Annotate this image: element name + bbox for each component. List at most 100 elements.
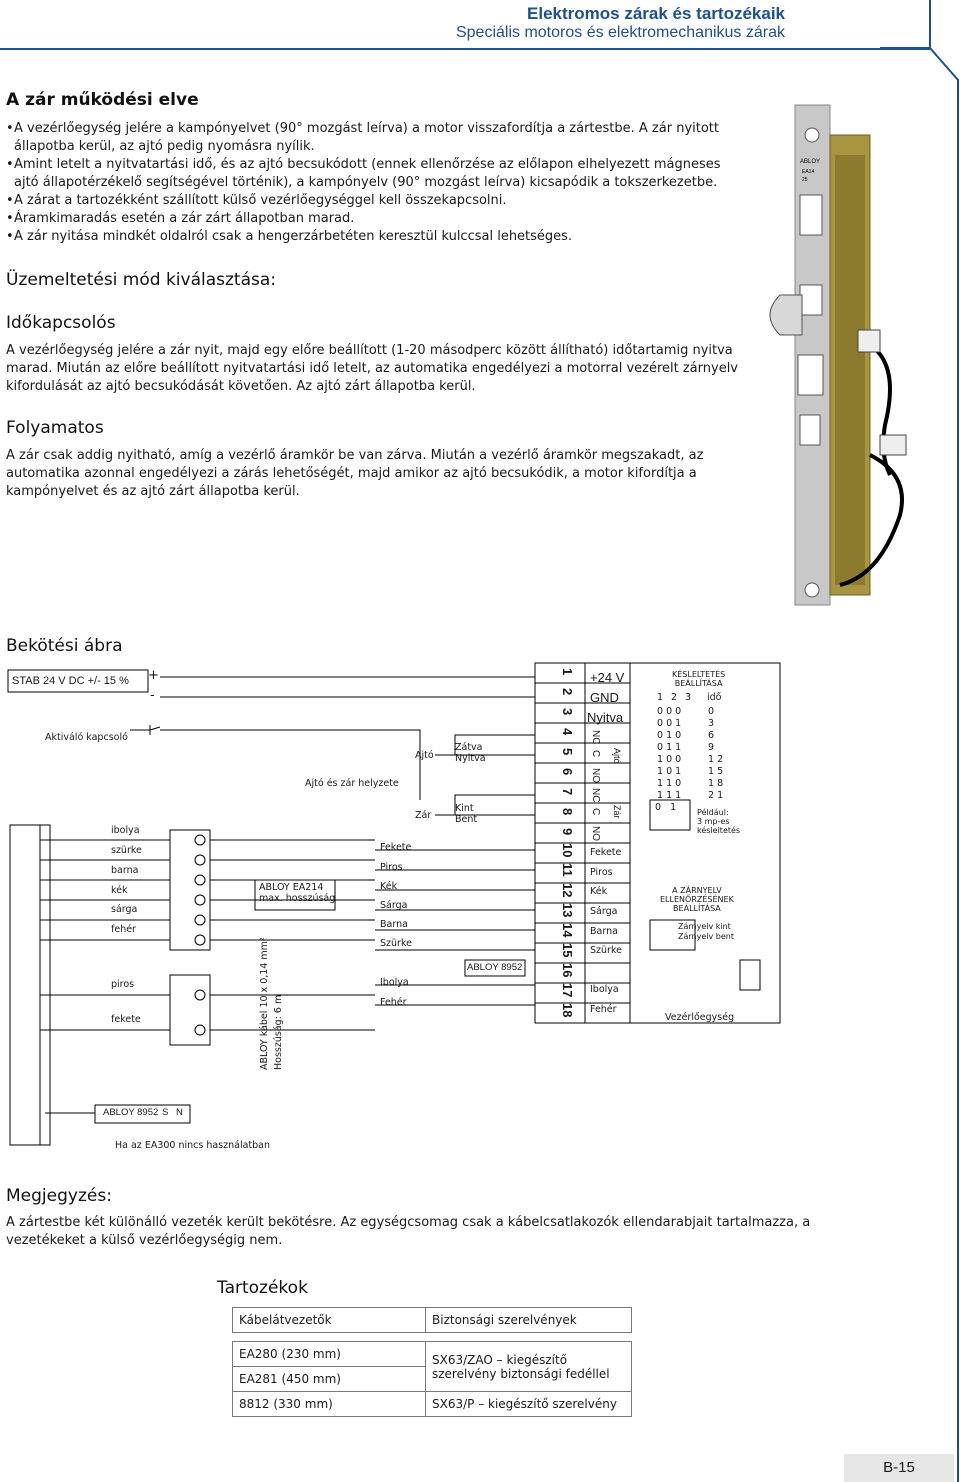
wire-label: Piros bbox=[380, 862, 403, 873]
terminal-number: 17 bbox=[560, 983, 575, 998]
wire-label: fehér bbox=[111, 924, 136, 935]
note-heading: Megjegyzés: bbox=[6, 1186, 112, 1206]
wire-label: fekete bbox=[111, 1014, 141, 1025]
contact-label: NO bbox=[590, 768, 601, 783]
delay-row-time: 2 1 bbox=[708, 790, 724, 801]
terminal-label: GND bbox=[590, 690, 619, 705]
delay-row-time: 0 bbox=[708, 706, 715, 717]
list-item: Áramkimaradás esetén a zár zárt állapotb… bbox=[6, 210, 741, 228]
terminal-number: 11 bbox=[560, 863, 575, 877]
wire-label: Szürke bbox=[380, 938, 412, 949]
terminal-number: 8 bbox=[560, 808, 575, 816]
controller-label: Vezérlőegység bbox=[665, 1012, 735, 1023]
list-item: A zárat a tartozékként szállított külső … bbox=[6, 192, 741, 210]
cable-label: ABLOY kábel 10 x 0,14 mm² bbox=[259, 937, 270, 1070]
terminal-color: Fehér bbox=[590, 1004, 617, 1015]
switch-label: Aktiváló kapcsoló bbox=[45, 732, 128, 743]
bolt-setting-title: A ZÁRNYELV ELLENŐRZÉSÉNEK BEÁLLÍTÁSA bbox=[660, 886, 734, 913]
continuous-text: A zár csak addig nyitható, amíg a vezérl… bbox=[6, 448, 704, 499]
wire-label: kék bbox=[111, 885, 128, 896]
delay-row-bits: 0 1 0 bbox=[657, 730, 682, 741]
lock-brand: ABLOY bbox=[800, 159, 820, 165]
note-text: A zártestbe két különálló vezeték került… bbox=[6, 1215, 811, 1248]
delay-row-bits: 0 1 1 bbox=[657, 742, 682, 753]
wiring-heading: Bekötési ábra bbox=[6, 636, 123, 656]
wire-label: Kék bbox=[380, 881, 398, 892]
bottom-note: Ha az EA300 nincs használatban bbox=[115, 1140, 271, 1151]
principle-list: A vezérlőegység jelére a kampónyelvet (9… bbox=[6, 120, 741, 246]
delay-row-time: 3 bbox=[708, 718, 715, 729]
delay-row-bits: 1 0 1 bbox=[657, 766, 682, 777]
terminal-number: 7 bbox=[560, 788, 575, 796]
wire-label: ibolya bbox=[111, 825, 140, 836]
dip-scale: 0 1 bbox=[655, 802, 677, 813]
lock-model: EA14 bbox=[802, 169, 814, 175]
door-label: Ajtó bbox=[415, 750, 434, 761]
power-label: STAB 24 V DC +/- 15 % bbox=[12, 675, 129, 687]
delay-col-header: idő bbox=[707, 692, 722, 703]
terminal-color: Kék bbox=[590, 886, 608, 897]
accessories-table: Kábelátvezetők Biztonsági szerelvények E… bbox=[232, 1307, 632, 1417]
delay-row-bits: 1 1 1 bbox=[657, 790, 682, 801]
delay-row-bits: 1 1 0 bbox=[657, 778, 682, 789]
timer-text: A vezérlőegység jelére a zár nyit, majd … bbox=[6, 343, 738, 394]
terminal-number: 9 bbox=[560, 828, 575, 836]
terminal-number: 5 bbox=[560, 748, 575, 756]
delay-col-header: 3 bbox=[685, 692, 692, 703]
delay-row-time: 1 2 bbox=[708, 754, 724, 765]
wire-label: Barna bbox=[380, 919, 408, 930]
bolt-on-label: Zárnyelv kint bbox=[678, 922, 731, 931]
lock-size: 25 bbox=[802, 177, 808, 183]
delay-row-time: 9 bbox=[708, 742, 715, 753]
table-row: 8812 (330 mm) SX63/P – kiegészítő szerel… bbox=[232, 1391, 632, 1417]
terminal-number: 4 bbox=[560, 728, 575, 736]
list-item: A vezérlőegység jelére a kampónyelvet (9… bbox=[6, 120, 741, 156]
wire-label: Ibolya bbox=[380, 977, 409, 988]
plus-label: + bbox=[148, 668, 159, 683]
wire-label: szürke bbox=[111, 845, 142, 856]
right-edge-rule bbox=[957, 90, 959, 1482]
door-states-label: Zátva Nyitva bbox=[455, 742, 486, 764]
terminal-number: 18 bbox=[560, 1003, 575, 1018]
section-title: Elektromos zárak és tartozékaik bbox=[527, 4, 785, 23]
terminal-number: 13 bbox=[560, 903, 575, 918]
terminal-color: Piros bbox=[590, 867, 613, 878]
terminal-number: 12 bbox=[560, 883, 575, 898]
terminal-number: 2 bbox=[560, 688, 575, 696]
list-item: A zár nyitása mindkét oldalról csak a he… bbox=[6, 228, 741, 246]
terminal-number: 10 bbox=[560, 843, 575, 858]
minus-label: - bbox=[150, 688, 155, 703]
list-item: Amint letelt a nyitvatartási idő, és az … bbox=[6, 156, 741, 192]
table-row: Kábelátvezetők Biztonsági szerelvények bbox=[232, 1307, 632, 1333]
lock-position-label: Ajtó és zár helyzete bbox=[305, 778, 399, 789]
contact-group-label: Zár bbox=[612, 805, 622, 819]
terminal-number: 1 bbox=[560, 668, 575, 676]
table-cell: EA281 (450 mm) bbox=[232, 1366, 426, 1392]
terminal-number: 16 bbox=[560, 963, 575, 978]
table-row: EA280 (230 mm) SX63/ZAO – kiegészítő sze… bbox=[232, 1341, 632, 1392]
table-cell: 8812 (330 mm) bbox=[232, 1391, 426, 1417]
wire-label: sárga bbox=[111, 904, 138, 915]
terminal-color: Fekete bbox=[590, 847, 622, 858]
bottom-unit-label: ABLOY 8952 bbox=[103, 1107, 159, 1118]
table-cell: SX63/ZAO – kiegészítő szerelvény biztons… bbox=[425, 1341, 632, 1392]
wire-label: Fekete bbox=[380, 842, 412, 853]
terminal-number: 14 bbox=[560, 923, 575, 938]
table-header: Biztonsági szerelvények bbox=[425, 1307, 632, 1333]
bottom-n-label: N bbox=[176, 1107, 183, 1118]
wiring-diagram bbox=[7, 662, 781, 1146]
cable-length-label: Hosszúság: 6 m bbox=[273, 994, 284, 1070]
dip-example: Például: 3 mp-es késleltetés bbox=[697, 808, 741, 835]
delay-setting-title: KÉSLELTETÉS BEÁLLÍTÁSA bbox=[672, 670, 726, 688]
terminal-color: Barna bbox=[590, 926, 618, 937]
terminal-label: Nyitva bbox=[587, 710, 624, 725]
continuous-heading: Folyamatos bbox=[6, 418, 104, 438]
header-rule bbox=[0, 48, 930, 50]
terminal-color: Ibolya bbox=[590, 984, 619, 995]
terminal-color: Szürke bbox=[590, 945, 622, 956]
delay-col-header: 1 bbox=[657, 692, 664, 703]
page-number: B-15 bbox=[844, 1454, 954, 1482]
bottom-s-label: S bbox=[162, 1107, 169, 1118]
delay-row-bits: 0 0 1 bbox=[657, 718, 682, 729]
table-row bbox=[233, 1333, 632, 1342]
